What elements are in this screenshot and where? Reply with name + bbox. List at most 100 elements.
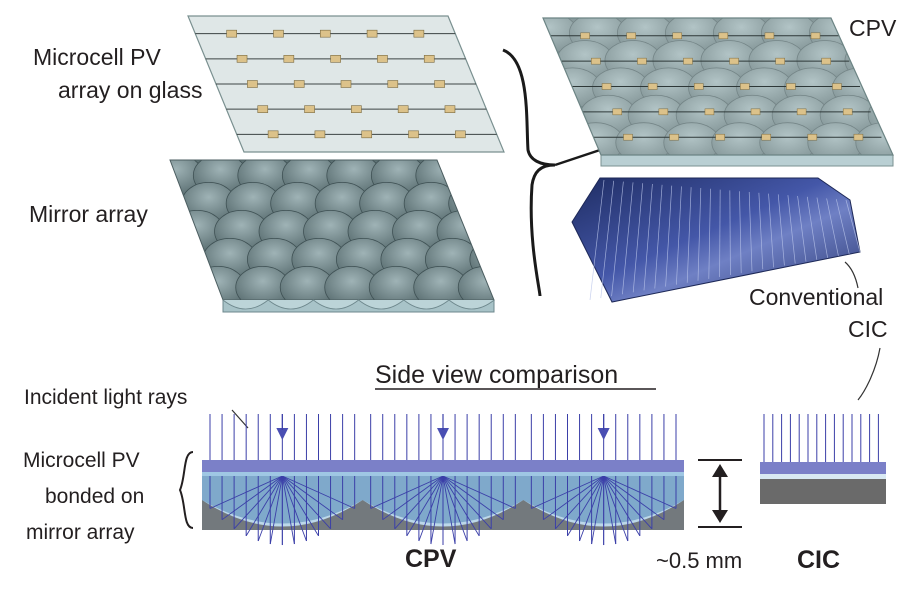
- cpv-microcell-pad: [821, 57, 831, 65]
- cpv-microcell-pad: [672, 32, 683, 40]
- cpv-microcell-pad: [740, 83, 750, 90]
- cic-base: [760, 479, 886, 504]
- cic-interlayer: [760, 474, 886, 479]
- cpv-wire-lines: [550, 35, 882, 138]
- microcell-pad: [377, 55, 388, 63]
- microcell-pad: [267, 130, 279, 139]
- cpv-microcell-pad: [683, 57, 693, 65]
- microcell-pad: [283, 55, 295, 63]
- cpv-microcell-pad: [842, 108, 853, 116]
- cpv-microcell-pad: [853, 133, 864, 141]
- reflected-ray: [442, 475, 492, 530]
- solar-cell-gridline: [676, 186, 682, 285]
- mirror-front-scallop: [403, 299, 450, 310]
- reflected-ray: [282, 475, 331, 530]
- solar-cell-gridline: [729, 190, 731, 276]
- mirror-front-scallop: [358, 299, 405, 310]
- conventional-cic-cell: [571, 177, 861, 303]
- reflected-ray: [442, 475, 516, 509]
- reflected-ray: [603, 475, 641, 537]
- label-bonded-line1: Microcell PV: [23, 449, 140, 472]
- solar-cell-gridlines: [589, 179, 861, 301]
- solar-cell-gridline: [826, 198, 839, 256]
- microcell-pads: [226, 29, 466, 139]
- label-mirror-array: Mirror array: [29, 201, 148, 227]
- solar-cell-gridline: [589, 179, 605, 301]
- cpv-side-view: [202, 414, 684, 546]
- cpv-microcell-pad: [704, 108, 715, 116]
- cpv-microcell-pad: [658, 108, 669, 116]
- label-bonded-line2: bonded on: [45, 485, 144, 508]
- cic-leader-line-top: [844, 261, 859, 289]
- cic-pv-layer: [760, 462, 886, 474]
- microcell-pad: [319, 29, 331, 38]
- reflected-ray: [591, 475, 605, 545]
- microcell-pad: [444, 105, 456, 113]
- cpv-microcell-pad: [693, 83, 704, 90]
- reflected-ray: [442, 475, 480, 537]
- cpv-microcell-pad: [775, 57, 785, 65]
- mirror-front-scallop: [448, 299, 495, 310]
- cpv-microcell-pad: [623, 133, 633, 141]
- ray-arrowheads: [276, 414, 610, 440]
- thickness-marker: [698, 459, 742, 528]
- cpv-adhesive-layer: [202, 472, 684, 476]
- cpv-microcell-pad: [761, 133, 772, 141]
- microcell-pad: [257, 105, 269, 113]
- cpv-microcell-pad: [832, 83, 842, 90]
- reflected-ray: [603, 475, 677, 509]
- solar-cell-gridline: [654, 184, 663, 289]
- cpv-microcell-pad: [807, 133, 818, 141]
- cpv-microcell-pads: [580, 32, 864, 141]
- cpv-microcell-pad: [718, 32, 729, 40]
- microcell-pad: [366, 29, 378, 38]
- reflected-ray: [406, 475, 444, 537]
- microcell-pad: [455, 130, 466, 139]
- solar-cell-gridline: [686, 187, 692, 283]
- reflected-ray: [543, 475, 604, 521]
- cpv-mirror-profile: [202, 500, 684, 530]
- bonded-label-brace: [178, 451, 194, 529]
- microcell-pad: [397, 105, 409, 113]
- microcell-pad: [413, 29, 425, 38]
- reflected-ray: [442, 475, 456, 545]
- label-cpv-top: CPV: [849, 15, 897, 41]
- reflected-ray: [442, 475, 504, 521]
- microcell-pad: [361, 130, 373, 139]
- reflected-ray: [442, 475, 468, 542]
- cpv-microcell-pad: [626, 32, 636, 40]
- mirror-array: [169, 159, 495, 313]
- cic-light-rays: [763, 414, 879, 462]
- microcell-pad: [387, 80, 399, 88]
- cpv-microcell-pad: [591, 57, 601, 65]
- label-cpv-bottom: CPV: [405, 545, 457, 573]
- brace-pointer: [554, 148, 601, 167]
- reflected-ray: [221, 475, 283, 521]
- microcell-pad: [304, 105, 315, 113]
- cpv-microcell-pad: [715, 133, 725, 141]
- solar-cell-gridline: [739, 191, 742, 274]
- cpv-microcell-pad: [647, 83, 658, 90]
- solar-cell-gridline: [768, 193, 774, 268]
- microcell-pad: [408, 130, 419, 139]
- cpv-microcell-pad: [669, 133, 679, 141]
- solar-cell-gridline: [632, 183, 644, 293]
- cpv-microcell-pad: [750, 108, 761, 116]
- incident-light-leader: [231, 409, 249, 429]
- cpv-microcell-pad: [729, 57, 739, 65]
- microcell-pad: [351, 105, 362, 113]
- solar-cell-gridline: [611, 181, 624, 297]
- solar-cell-gridline: [777, 194, 785, 266]
- ray-arrowhead: [597, 428, 610, 440]
- reflected-ray: [281, 475, 307, 542]
- microcell-pad: [330, 55, 341, 63]
- label-bonded-line3: mirror array: [26, 521, 135, 544]
- microcell-pad: [293, 80, 305, 88]
- cpv-microcell-pad: [810, 32, 821, 40]
- solar-cell-gridline: [719, 189, 721, 277]
- combine-brace: [502, 48, 556, 297]
- solar-cell-gridline: [835, 199, 850, 255]
- solar-cell-gridline: [665, 185, 673, 287]
